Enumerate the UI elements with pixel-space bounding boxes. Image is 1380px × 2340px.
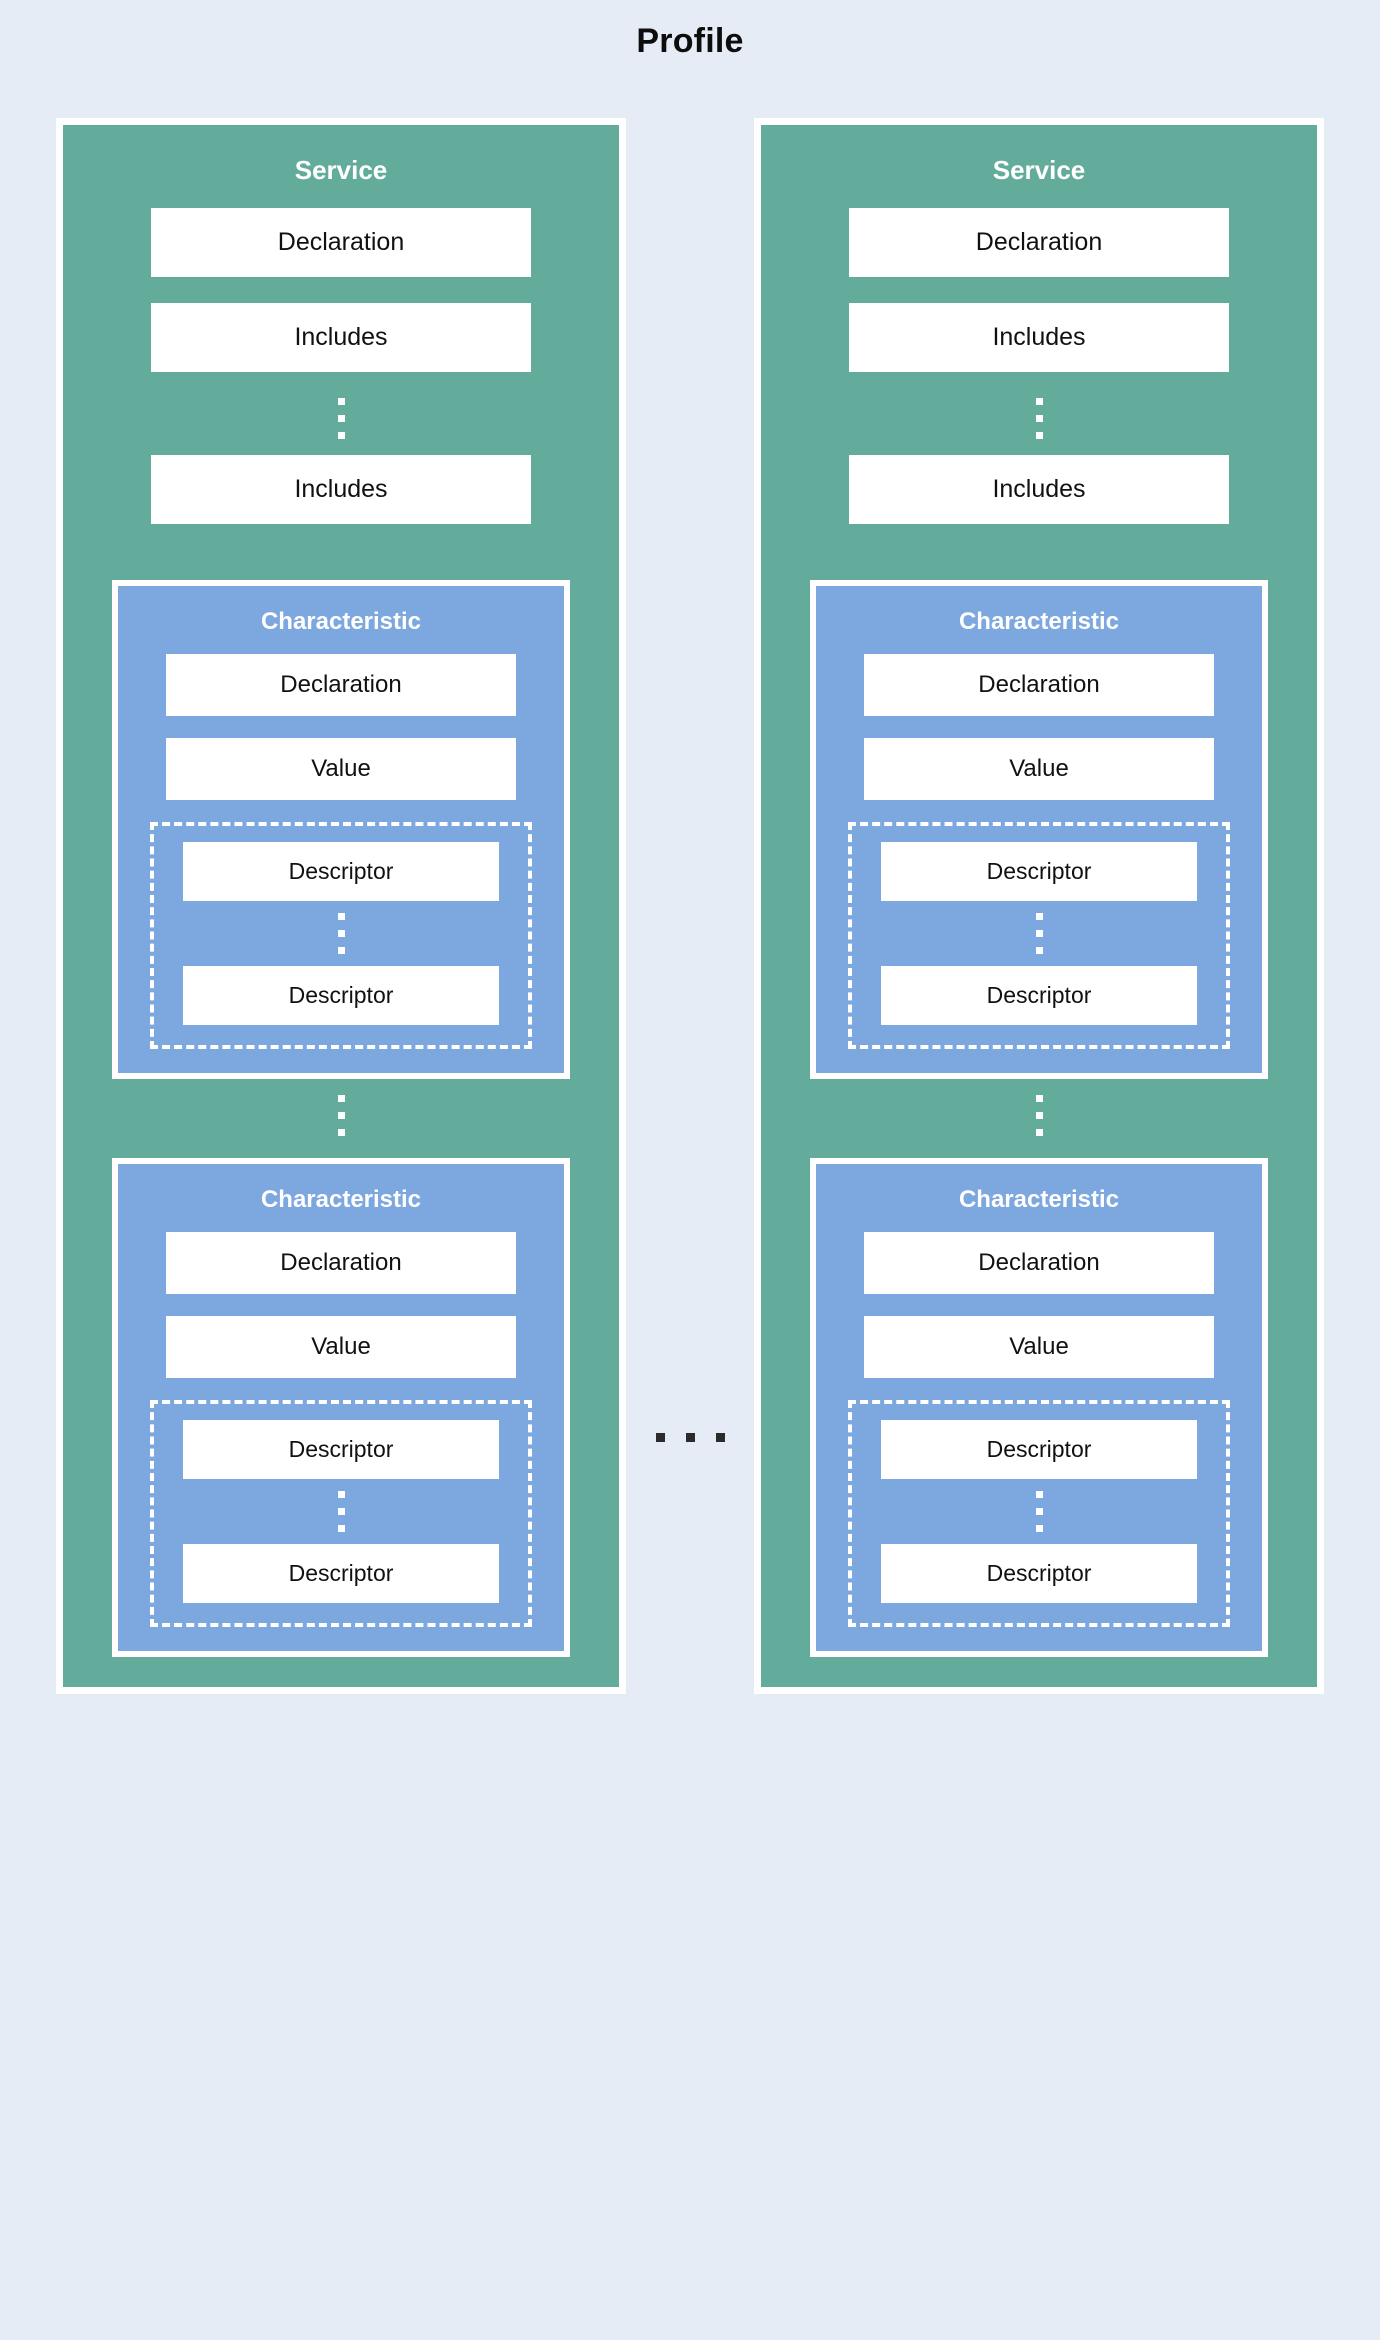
characteristic-vertical-ellipsis-icon (89, 1095, 593, 1136)
descriptor-group: Descriptor Descriptor (150, 1400, 532, 1627)
characteristic-value-box: Value (166, 1316, 516, 1378)
descriptor-vertical-ellipsis-icon (154, 1491, 528, 1532)
service-includes-box-last: Includes (151, 455, 531, 524)
characteristic-card: Characteristic Declaration Value Descrip… (112, 580, 570, 1079)
characteristic-vertical-ellipsis-icon (787, 1095, 1291, 1136)
ellipsis-dot (715, 1433, 725, 1442)
descriptor-group: Descriptor Descriptor (150, 822, 532, 1049)
ellipsis-dot (337, 1129, 345, 1136)
descriptor-box: Descriptor (881, 842, 1197, 901)
service-declaration-box: Declaration (151, 208, 531, 277)
column-separator (626, 118, 754, 1694)
characteristic-card: Characteristic Declaration Value Descrip… (810, 580, 1268, 1079)
ellipsis-dot (1035, 415, 1043, 422)
ellipsis-dot (337, 1491, 345, 1498)
page-title: Profile (636, 22, 744, 60)
characteristic-card: Characteristic Declaration Value Descrip… (112, 1158, 570, 1657)
service-card-left: Service Declaration Includes Includes Ch… (56, 118, 626, 1694)
ellipsis-dot (685, 1433, 695, 1442)
ellipsis-dot (1035, 913, 1043, 920)
descriptor-box-last: Descriptor (183, 966, 499, 1025)
descriptor-box: Descriptor (183, 1420, 499, 1479)
characteristic-title: Characteristic (260, 1186, 422, 1213)
characteristic-declaration-box: Declaration (864, 654, 1214, 716)
characteristic-title: Characteristic (958, 1186, 1120, 1213)
descriptor-box-last: Descriptor (881, 1544, 1197, 1603)
service-includes-box: Includes (849, 303, 1229, 372)
ellipsis-dot (1035, 1112, 1043, 1119)
descriptor-box-last: Descriptor (881, 966, 1197, 1025)
descriptor-group: Descriptor Descriptor (848, 822, 1230, 1049)
ellipsis-dot (1035, 930, 1043, 937)
ellipsis-dot (1035, 1491, 1043, 1498)
ellipsis-dot (337, 930, 345, 937)
ellipsis-dot (1035, 432, 1043, 439)
column-horizontal-ellipsis-icon (626, 1433, 754, 1442)
ellipsis-dot (337, 415, 345, 422)
service-columns: Service Declaration Includes Includes Ch… (0, 118, 1380, 1694)
characteristic-declaration-box: Declaration (166, 654, 516, 716)
ellipsis-dot (1035, 1525, 1043, 1532)
ellipsis-dot (1035, 1095, 1043, 1102)
ellipsis-dot (337, 1095, 345, 1102)
ellipsis-dot (337, 913, 345, 920)
characteristic-declaration-box: Declaration (166, 1232, 516, 1294)
ellipsis-dot (337, 947, 345, 954)
service-includes-box: Includes (151, 303, 531, 372)
ellipsis-dot (337, 1112, 345, 1119)
ellipsis-dot (1035, 1508, 1043, 1515)
ellipsis-dot (337, 1525, 345, 1532)
descriptor-vertical-ellipsis-icon (154, 913, 528, 954)
descriptor-box: Descriptor (881, 1420, 1197, 1479)
includes-vertical-ellipsis-icon (787, 398, 1291, 439)
service-title: Service (294, 155, 388, 185)
descriptor-box: Descriptor (183, 842, 499, 901)
service-title: Service (992, 155, 1086, 185)
service-includes-box-last: Includes (849, 455, 1229, 524)
ellipsis-dot (337, 398, 345, 405)
ellipsis-dot (337, 1508, 345, 1515)
ellipsis-dot (655, 1433, 665, 1442)
characteristic-value-box: Value (864, 738, 1214, 800)
descriptor-box-last: Descriptor (183, 1544, 499, 1603)
ellipsis-dot (1035, 947, 1043, 954)
characteristic-card: Characteristic Declaration Value Descrip… (810, 1158, 1268, 1657)
characteristic-title: Characteristic (958, 608, 1120, 635)
characteristic-title: Characteristic (260, 608, 422, 635)
characteristic-declaration-box: Declaration (864, 1232, 1214, 1294)
characteristic-value-box: Value (864, 1316, 1214, 1378)
ellipsis-dot (337, 432, 345, 439)
includes-vertical-ellipsis-icon (89, 398, 593, 439)
ellipsis-dot (1035, 1129, 1043, 1136)
descriptor-vertical-ellipsis-icon (852, 1491, 1226, 1532)
ellipsis-dot (1035, 398, 1043, 405)
characteristic-value-box: Value (166, 738, 516, 800)
descriptor-vertical-ellipsis-icon (852, 913, 1226, 954)
service-card-right: Service Declaration Includes Includes Ch… (754, 118, 1324, 1694)
descriptor-group: Descriptor Descriptor (848, 1400, 1230, 1627)
service-declaration-box: Declaration (849, 208, 1229, 277)
